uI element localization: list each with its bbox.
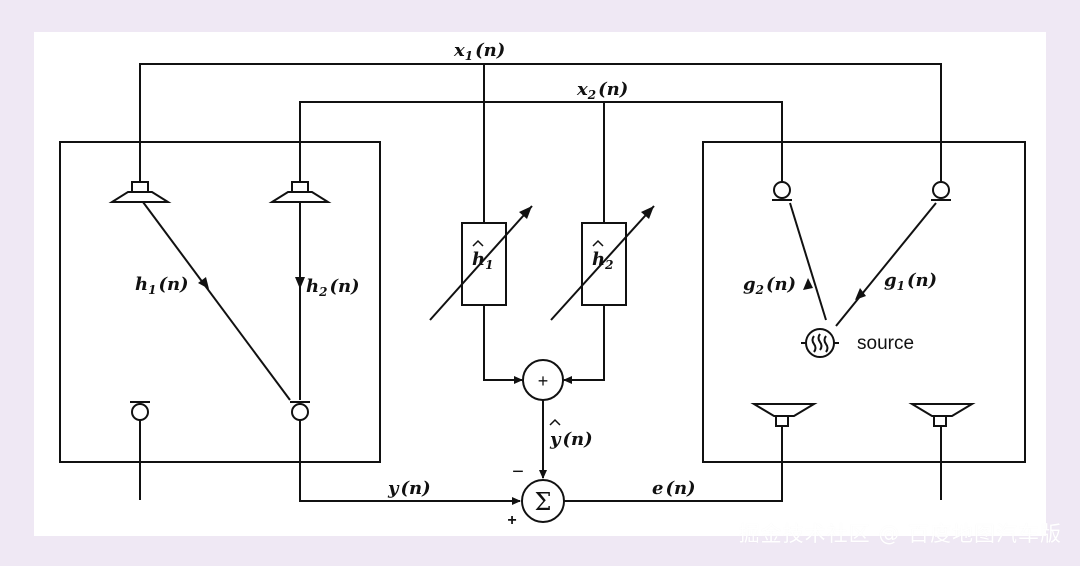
filter2-arrowhead xyxy=(641,206,654,219)
e-label: e(n) xyxy=(652,478,696,499)
right-mic-2-icon xyxy=(772,181,792,201)
left-speaker-2-icon xyxy=(268,181,332,203)
left-mic-2-icon xyxy=(290,401,310,421)
g1-arrowhead xyxy=(855,288,866,300)
x1-signal-line xyxy=(139,63,942,182)
sum-symbol: Σ xyxy=(535,488,552,516)
h1-acoustic-path xyxy=(139,197,291,401)
x2-signal-line xyxy=(299,101,783,182)
left-room-box xyxy=(59,141,381,463)
yhat-label: y(n) xyxy=(549,429,593,450)
filter1-adjust-arrow xyxy=(429,205,533,321)
h2-arrowhead xyxy=(295,277,305,289)
right-room-box xyxy=(702,141,1026,463)
y-label: y(n) xyxy=(387,478,431,499)
right-mic-1-icon xyxy=(931,181,951,201)
yhat-hat xyxy=(549,418,561,426)
g2-arrowhead xyxy=(803,278,813,290)
filter1-output-line xyxy=(483,305,523,384)
filter2-adjust-arrow xyxy=(550,205,655,321)
y-signal-line xyxy=(299,420,521,505)
g2-label: g2(n) xyxy=(743,274,796,297)
g1-label: g1(n) xyxy=(884,270,937,293)
left-speaker-1-icon xyxy=(108,181,172,203)
error-signal-line xyxy=(564,425,783,502)
filter-h1-hat xyxy=(472,239,484,247)
filter-h1-label: h1 xyxy=(472,249,493,272)
source-label: source xyxy=(857,333,914,354)
g2-acoustic-path xyxy=(789,202,827,321)
right-speaker-1-icon xyxy=(750,403,818,427)
filter2-output-line xyxy=(563,305,605,384)
filter-h2-label: h2 xyxy=(592,249,613,272)
x1-label: x1(n) xyxy=(453,40,505,63)
h2-label: h2(n) xyxy=(306,276,360,299)
minus-sign: − xyxy=(512,461,524,483)
x2-label: x2(n) xyxy=(576,79,628,102)
right-speaker-2-icon xyxy=(908,403,976,427)
source-talker-icon xyxy=(801,328,839,358)
h1-arrowhead xyxy=(198,277,209,289)
plus-sign: + xyxy=(507,512,516,529)
filter-h2-hat xyxy=(592,239,604,247)
filter1-arrowhead xyxy=(519,206,532,219)
watermark-text: 掘金技术社区 @ 百度地图汽车版 xyxy=(738,522,1062,546)
g1-acoustic-path xyxy=(835,202,937,327)
h1-label: h1(n) xyxy=(135,274,189,297)
left-mic-1-icon xyxy=(130,401,150,421)
adder-symbol: + xyxy=(538,371,549,391)
